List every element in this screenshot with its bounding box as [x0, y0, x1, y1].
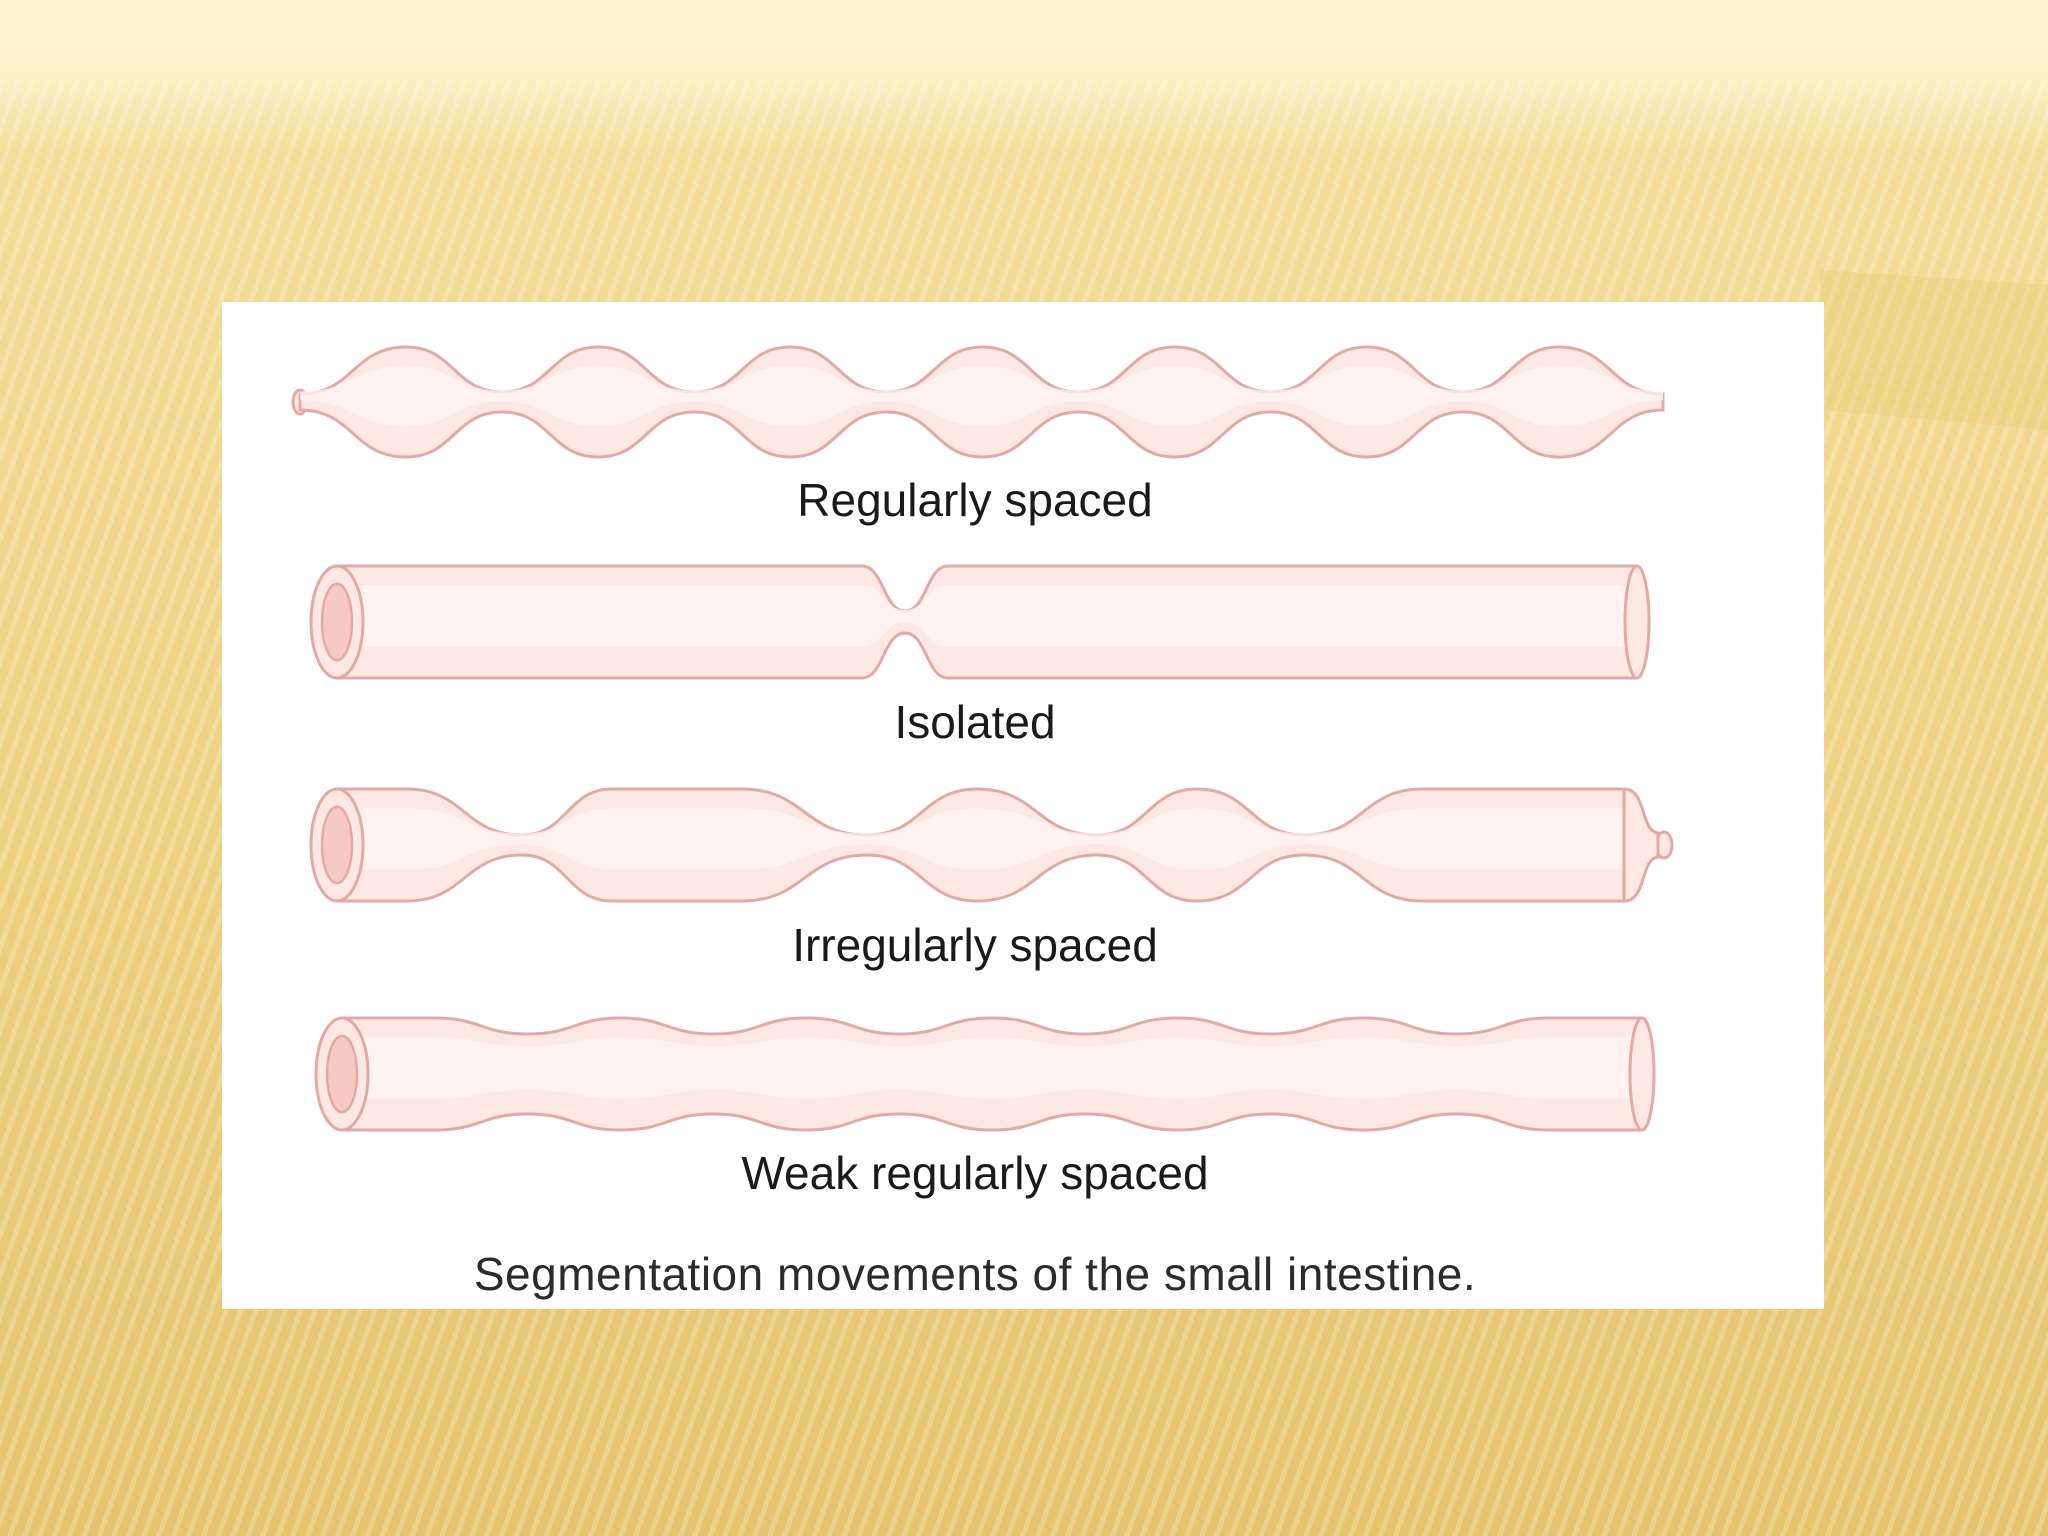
tube-highlight — [300, 365, 1663, 427]
label-irregularly-spaced: Irregularly spaced — [792, 919, 1158, 971]
tube-highlight — [337, 808, 1624, 870]
lumen — [325, 1034, 359, 1114]
label-isolated: Isolated — [894, 696, 1055, 748]
tube-regularly-spaced — [291, 345, 1665, 459]
lumen — [320, 805, 354, 885]
tube-tapered-end — [1622, 787, 1660, 903]
tube-weak-regularly-spaced — [314, 1016, 1656, 1132]
tube-irregularly-spaced — [309, 787, 1674, 903]
tube-closed-end — [1628, 1016, 1656, 1132]
figure-panel: Regularly spaced Isolated Irregularly sp… — [222, 302, 1824, 1309]
tube-isolated — [309, 564, 1651, 680]
tube-closed-end — [1623, 564, 1651, 680]
label-regularly-spaced: Regularly spaced — [797, 474, 1152, 526]
figure-caption: Segmentation movements of the small inte… — [474, 1248, 1476, 1300]
segmentation-diagram: Regularly spaced Isolated Irregularly sp… — [291, 345, 1674, 1300]
tube-highlight — [342, 1037, 1642, 1099]
label-weak-regularly-spaced: Weak regularly spaced — [741, 1147, 1208, 1199]
lumen — [320, 582, 354, 662]
tube-highlight — [337, 585, 1637, 647]
